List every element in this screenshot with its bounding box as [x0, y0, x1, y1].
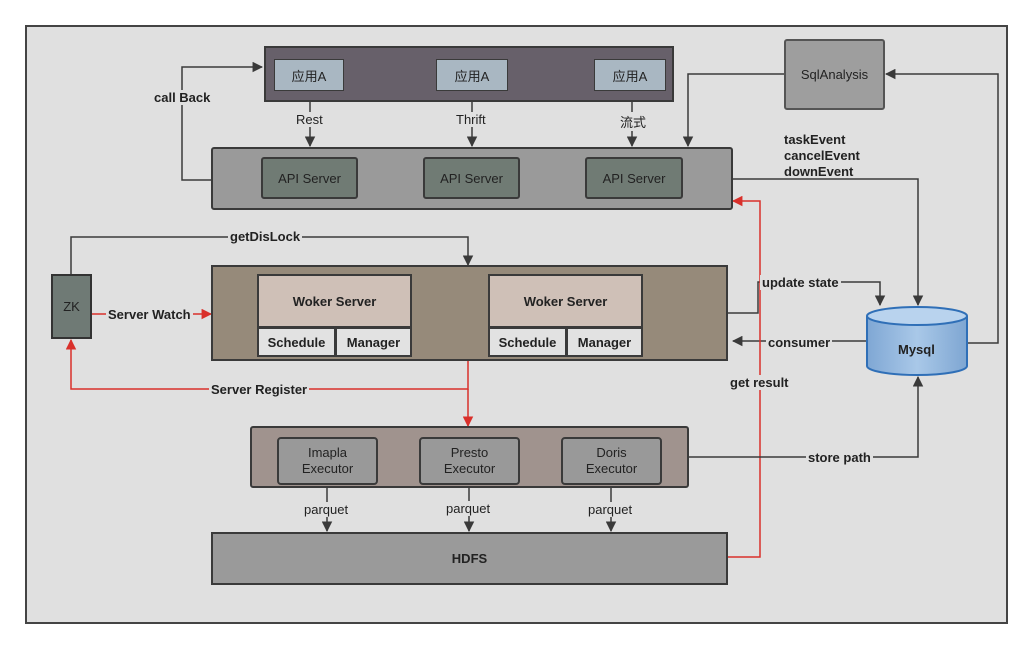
rest-label: Rest — [294, 112, 325, 127]
app-a-3: 应用A — [594, 59, 666, 91]
callback-arrow — [181, 61, 264, 181]
mysql-label: Mysql — [898, 342, 935, 357]
parquet-label-3: parquet — [586, 502, 635, 517]
api-server-3: API Server — [585, 157, 683, 199]
store-path-arrow — [689, 375, 924, 458]
update-state-label: update state — [760, 275, 841, 290]
sqlanalysis-to-api-arrow — [682, 73, 784, 148]
task-event-label: taskEvent — [784, 132, 846, 147]
cancel-event-label: cancelEvent — [784, 148, 860, 163]
manager-1: Manager — [335, 327, 412, 357]
app-a-1: 应用A — [274, 59, 344, 91]
parquet-label-1: parquet — [302, 502, 351, 517]
get-result-label: get result — [728, 375, 791, 390]
sqlanalysis-box: SqlAnalysis — [784, 39, 885, 110]
stream-label: 流式 — [618, 112, 649, 131]
schedule-1: Schedule — [257, 327, 336, 357]
consumer-label: consumer — [766, 335, 833, 350]
events-arrow — [733, 178, 924, 307]
mysql-to-sqlanalysis-arrow — [884, 68, 999, 344]
hdfs-box: HDFS — [211, 532, 728, 585]
zk-box: ZK — [51, 274, 92, 339]
store-path-label: store path — [806, 450, 873, 465]
worker-server-1: Woker Server — [257, 274, 412, 328]
down-event-label: downEvent — [784, 164, 854, 179]
getdislock-label: getDisLock — [228, 229, 303, 244]
worker-server-2: Woker Server — [488, 274, 643, 328]
update-state-arrow — [728, 281, 886, 314]
api-server-1: API Server — [261, 157, 358, 199]
callback-label: call Back — [152, 90, 213, 105]
thrift-label: Thrift — [454, 112, 488, 127]
mysql-cylinder — [866, 306, 968, 376]
parquet-label-2: parquet — [444, 501, 493, 516]
app-a-2: 应用A — [436, 59, 508, 91]
manager-2: Manager — [566, 327, 643, 357]
server-watch-label: Server Watch — [106, 307, 193, 322]
server-register-label: Server Register — [209, 382, 310, 397]
api-server-2: API Server — [423, 157, 520, 199]
schedule-2: Schedule — [488, 327, 567, 357]
